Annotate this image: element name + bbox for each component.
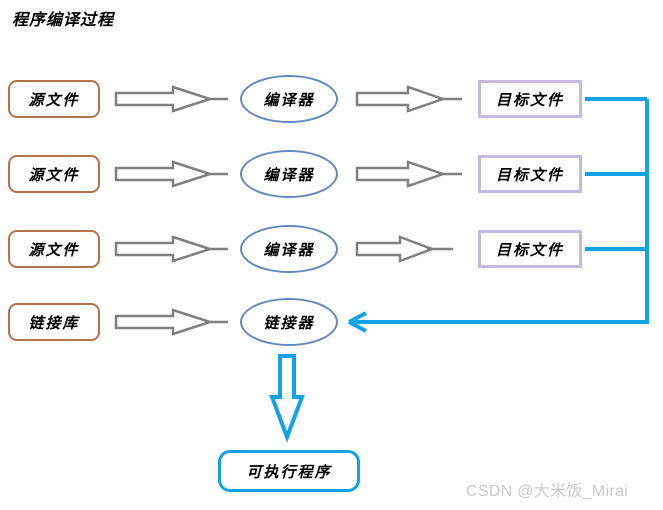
- linker-label: 链接器: [263, 313, 315, 332]
- link-library-label: 链接库: [28, 313, 80, 332]
- gray-block-arrow-right-icon: [114, 85, 228, 113]
- object-file-label: 目标文件: [495, 165, 564, 184]
- source-file-label: 源文件: [28, 165, 80, 184]
- compiler-label: 编译器: [263, 90, 315, 109]
- source-file-label: 源文件: [28, 90, 80, 109]
- blue-block-arrow-down-icon: [269, 354, 305, 443]
- page-title: 程序编译过程: [12, 10, 115, 29]
- compiler-ellipse[interactable]: 编译器: [240, 225, 338, 273]
- linker-ellipse[interactable]: 链接器: [240, 298, 338, 346]
- gray-block-arrow-right-icon: [355, 160, 462, 188]
- gray-block-arrow-right-icon: [114, 235, 228, 263]
- object-files-to-linker-connector: [348, 97, 649, 333]
- gray-block-arrow-right-icon: [355, 85, 462, 113]
- object-file-label: 目标文件: [495, 90, 564, 109]
- blue-arrow-left-icon: [348, 311, 367, 333]
- executable-program-label: 可执行程序: [246, 462, 332, 481]
- source-file-label: 源文件: [28, 240, 80, 259]
- executable-program-box[interactable]: 可执行程序: [218, 450, 360, 492]
- compiler-label: 编译器: [263, 165, 315, 184]
- compiler-ellipse[interactable]: 编译器: [240, 150, 338, 198]
- object-file-box[interactable]: 目标文件: [478, 80, 582, 118]
- object-file-box[interactable]: 目标文件: [478, 155, 582, 193]
- gray-block-arrow-right-icon: [114, 160, 228, 188]
- source-file-box[interactable]: 源文件: [8, 80, 100, 118]
- source-file-box[interactable]: 源文件: [8, 155, 100, 193]
- compiler-label: 编译器: [263, 240, 315, 259]
- object-file-box[interactable]: 目标文件: [478, 230, 582, 268]
- source-file-box[interactable]: 源文件: [8, 230, 100, 268]
- compiler-ellipse[interactable]: 编译器: [240, 75, 338, 123]
- gray-block-arrow-right-icon: [114, 308, 228, 336]
- csdn-watermark: CSDN @大米饭_Mirai: [466, 483, 629, 500]
- gray-block-arrow-right-icon: [355, 235, 453, 263]
- link-library-box[interactable]: 链接库: [8, 303, 100, 341]
- object-file-label: 目标文件: [495, 240, 564, 259]
